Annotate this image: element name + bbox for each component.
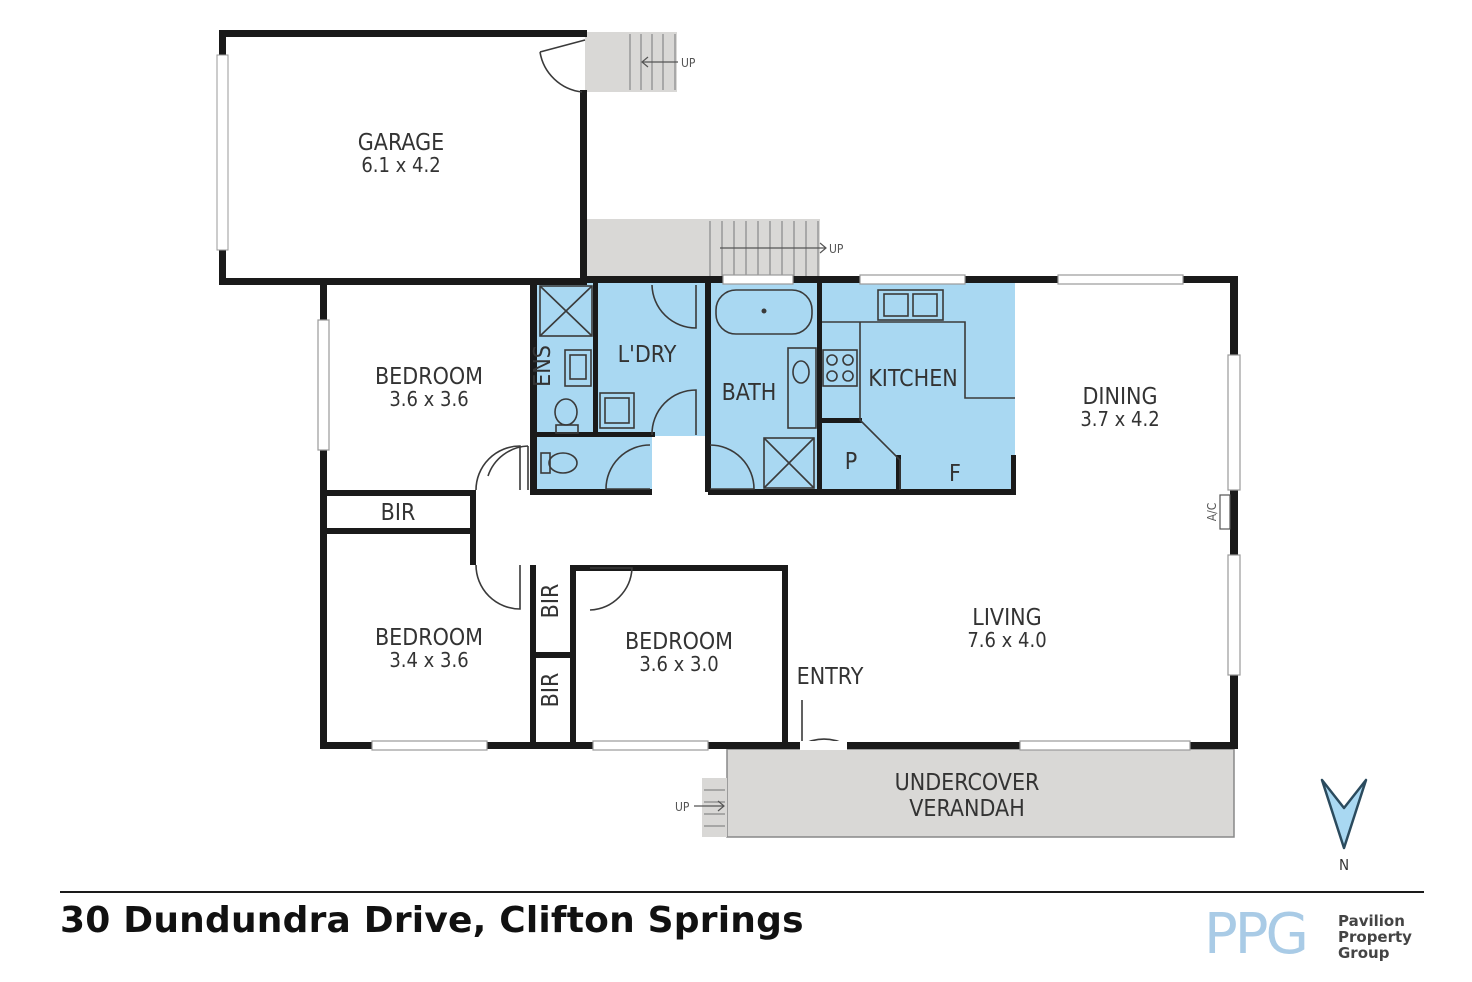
- windows: [317, 274, 1241, 751]
- bedroom1-dims: 3.6 x 3.6: [389, 387, 468, 411]
- logo-wordmark: Pavilion Property Group: [1338, 913, 1412, 961]
- garage-door-opening: [216, 54, 229, 251]
- bedroom2-label: BEDROOM: [375, 625, 483, 651]
- fridge-label: F: [949, 461, 961, 487]
- verandah-label-2: VERANDAH: [909, 796, 1025, 822]
- interior-walls: [320, 282, 1016, 747]
- pantry-label: P: [845, 449, 857, 475]
- doors: [475, 39, 847, 746]
- north-arrow-icon: [1320, 778, 1368, 850]
- logo-line-3: Group: [1338, 944, 1390, 962]
- entry-label: ENTRY: [797, 664, 864, 690]
- stair-up-label-1: UP: [681, 56, 696, 70]
- property-address: 30 Dundundra Drive, Clifton Springs: [60, 900, 804, 941]
- bir-low-label: BIR: [538, 673, 564, 708]
- stair-arrows: [641, 56, 827, 812]
- ensuite-label: ENS: [530, 345, 556, 387]
- logo-mark: PPG: [1204, 902, 1309, 967]
- logo-line-1: Pavilion: [1338, 912, 1405, 930]
- stair-up-label-2: UP: [829, 242, 844, 256]
- ac-unit: [1219, 494, 1231, 530]
- laundry-label: L'DRY: [618, 342, 677, 368]
- entry-gap: [800, 741, 847, 750]
- bedroom1-label: BEDROOM: [375, 364, 483, 390]
- ppg-logo: PPG Pavilion Property Group: [1204, 905, 1424, 969]
- bedroom3-dims: 3.6 x 3.0: [639, 652, 718, 676]
- fixtures: [539, 285, 1015, 490]
- wet-areas: [537, 282, 1015, 492]
- stair-up-label-3: UP: [675, 800, 690, 814]
- bir-top-label: BIR: [381, 500, 416, 526]
- garage-dims: 6.1 x 4.2: [361, 153, 440, 177]
- verandah-label-1: UNDERCOVER: [895, 770, 1040, 796]
- verandah: [726, 748, 1235, 838]
- bir-mid-label: BIR: [538, 584, 564, 619]
- bedroom3-label: BEDROOM: [625, 629, 733, 655]
- bedroom2-dims: 3.4 x 3.6: [389, 648, 468, 672]
- bath-label: BATH: [722, 380, 777, 406]
- ac-label: A/C: [1205, 503, 1219, 522]
- verandah-stairs: [702, 778, 727, 837]
- living-dims: 7.6 x 4.0: [967, 628, 1046, 652]
- logo-line-2: Property: [1338, 928, 1412, 946]
- footer-divider: [60, 891, 1424, 893]
- kitchen-label: KITCHEN: [868, 366, 958, 392]
- dining-dims: 3.7 x 4.2: [1080, 407, 1159, 431]
- garage-label: GARAGE: [358, 130, 445, 156]
- north-label: N: [1339, 856, 1349, 874]
- dining-label: DINING: [1082, 384, 1157, 410]
- living-label: LIVING: [972, 605, 1041, 631]
- hall-gap: [652, 436, 708, 496]
